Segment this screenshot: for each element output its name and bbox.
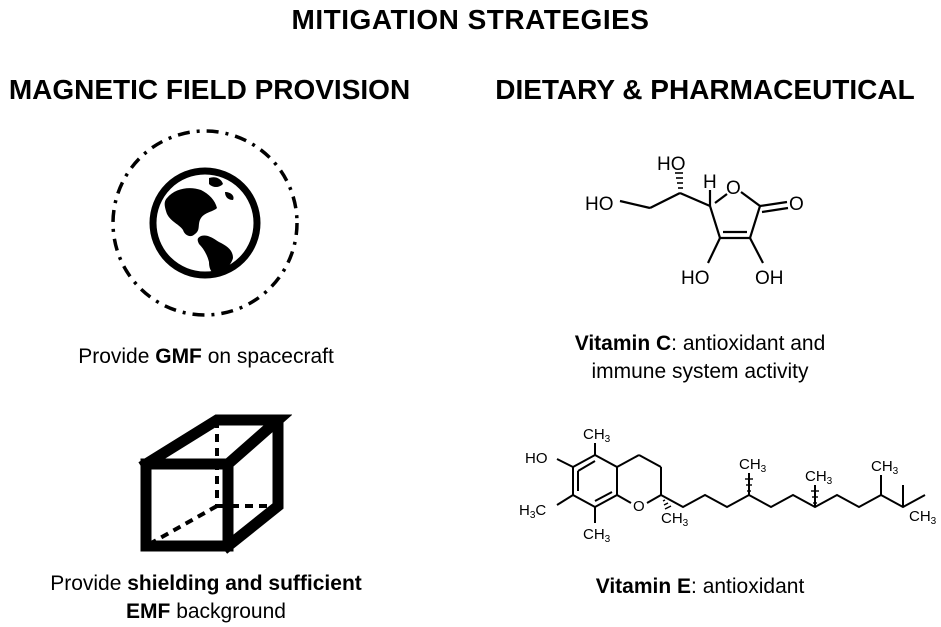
cube-icon bbox=[138, 414, 292, 554]
gmf-caption: Provide GMF on spacecraft bbox=[0, 343, 412, 371]
vite-ch3-c2-sub: 3 bbox=[683, 518, 689, 529]
vite-ch3-top-sub: 3 bbox=[605, 434, 611, 445]
vite-ch3-top-ch: CH bbox=[583, 426, 605, 443]
vitc-rest: : antioxidant and bbox=[671, 332, 826, 355]
vite-ch3-branch3-ch: CH bbox=[871, 458, 893, 475]
vite-ch3-branch1-sub: 3 bbox=[761, 464, 767, 475]
vite-h3c-h: H bbox=[519, 502, 530, 519]
vitc-caption-line1: Vitamin C: antioxidant and bbox=[490, 330, 910, 358]
globe-illustration bbox=[111, 129, 299, 317]
vitamin-c-caption: Vitamin C: antioxidant and immune system… bbox=[490, 330, 910, 386]
shield-caption-line2: EMF background bbox=[0, 598, 412, 626]
vitc-ho-bottom: HO bbox=[681, 268, 710, 289]
vitc-caption-line2: immune system activity bbox=[591, 360, 809, 383]
vite-h3c-sub: 3 bbox=[530, 510, 536, 521]
vitc-o-carbonyl: O bbox=[789, 194, 804, 215]
vite-ch3-branch1-ch: CH bbox=[739, 456, 761, 473]
page-title: MITIGATION STRATEGIES bbox=[291, 4, 650, 35]
shield-caption-line1: Provide shielding and sufficient bbox=[0, 570, 412, 598]
vite-labels: HO CH3 H3C CH3 O CH3 CH3 CH3 CH3 CH3 bbox=[519, 426, 937, 545]
vite-ch3-c2: CH3 bbox=[661, 510, 689, 529]
vite-h3c-c: C bbox=[535, 502, 546, 519]
vite-ch3-branch1: CH3 bbox=[739, 456, 767, 475]
globe-icon bbox=[149, 167, 261, 279]
vite-bold: Vitamin E bbox=[595, 575, 692, 598]
shield-post: background bbox=[170, 600, 286, 623]
gmf-pre: Provide bbox=[78, 345, 156, 368]
magnetic-field-heading: MAGNETIC FIELD PROVISION bbox=[8, 74, 411, 105]
vite-rest: : antioxidant bbox=[691, 575, 805, 598]
vitc-ho-left: HO bbox=[585, 194, 614, 215]
shield-caption: Provide shielding and sufficient EMF bac… bbox=[0, 570, 412, 626]
vite-ch3-branch2-ch: CH bbox=[805, 468, 827, 485]
vite-ch3-terminal-ch: CH bbox=[909, 508, 931, 525]
vite-ch3-top: CH3 bbox=[583, 426, 611, 445]
shield-pre: Provide bbox=[50, 572, 128, 595]
vite-ho: HO bbox=[525, 450, 548, 467]
vitc-ho-top: HO bbox=[657, 154, 686, 175]
vite-ch3-c2-ch: CH bbox=[661, 510, 683, 527]
vitc-h: H bbox=[703, 172, 717, 193]
orbit-dash-dot-circle bbox=[111, 129, 299, 317]
vitc-oh-bottom: OH bbox=[755, 268, 784, 289]
vitc-o-ring: O bbox=[726, 178, 741, 199]
vite-ch3-branch3: CH3 bbox=[871, 458, 899, 477]
vite-ch3-bottom: CH3 bbox=[583, 526, 611, 545]
gmf-bold: GMF bbox=[155, 345, 202, 368]
gmf-post: on spacecraft bbox=[201, 345, 334, 368]
shield-bold2: EMF bbox=[126, 600, 171, 623]
vite-h3c: H3C bbox=[519, 502, 546, 521]
vite-ch3-branch3-sub: 3 bbox=[893, 466, 899, 477]
vite-ch3-terminal: CH3 bbox=[909, 508, 937, 527]
vite-ch3-bottom-ch: CH bbox=[583, 526, 605, 543]
vitc-bold: Vitamin C bbox=[574, 332, 672, 355]
vitamin-e-caption: Vitamin E: antioxidant bbox=[490, 573, 910, 601]
dietary-heading: DIETARY & PHARMACEUTICAL bbox=[495, 74, 915, 105]
vite-ch3-branch2-sub: 3 bbox=[827, 476, 833, 487]
vite-o-ring: O bbox=[633, 498, 645, 515]
vite-ch3-bottom-sub: 3 bbox=[605, 534, 611, 545]
vitamin-c-structure: HO HO H O O HO OH bbox=[585, 154, 804, 289]
vitamin-e-structure: HO CH3 H3C CH3 O CH3 CH3 CH3 CH3 CH3 bbox=[519, 426, 937, 545]
vite-ch3-branch2: CH3 bbox=[805, 468, 833, 487]
vite-ch3-terminal-sub: 3 bbox=[931, 516, 937, 527]
shield-bold1: shielding and sufficient bbox=[127, 572, 362, 595]
